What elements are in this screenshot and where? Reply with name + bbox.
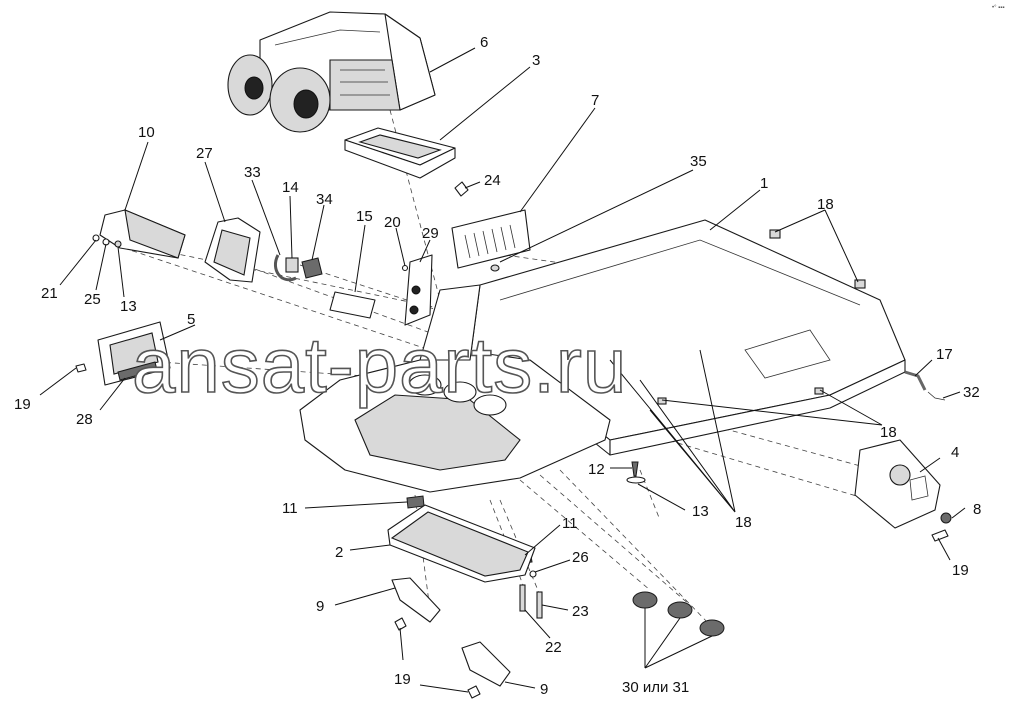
callout-35: 35	[690, 153, 707, 170]
part-33-hose	[273, 254, 297, 282]
part-19-screws	[75, 363, 949, 699]
callout-1: 1	[760, 175, 768, 192]
callout-18-mid: 18	[880, 424, 897, 441]
callout-2: 2	[335, 544, 343, 561]
callout-8: 8	[973, 501, 981, 518]
callout-25: 25	[84, 291, 101, 308]
callout-12: 12	[588, 461, 605, 478]
callout-15: 14	[282, 179, 299, 196]
callout-18-bottom: 18	[735, 514, 752, 531]
part-10-air-duct	[99, 209, 186, 259]
callout-33: 33	[244, 164, 261, 181]
part-35-cap	[490, 264, 500, 272]
callout-3: 3	[532, 52, 540, 69]
callout-10: 10	[138, 124, 155, 141]
callout-17: 17	[936, 346, 953, 363]
part-32-wire	[927, 391, 946, 401]
callout-19-right: 19	[952, 562, 969, 579]
callout-20: 20	[384, 214, 401, 231]
callout-9-left: 9	[316, 598, 324, 615]
callout-7: 7	[591, 92, 599, 109]
callout-13: 13	[692, 503, 709, 520]
callout-6: 6	[480, 34, 488, 51]
callout-11-right: 11	[562, 515, 578, 532]
callout-27: 27	[196, 145, 213, 162]
part-29-bracket	[404, 254, 433, 326]
part-26-washer	[529, 570, 537, 578]
callout-32: 32	[963, 384, 980, 401]
part-3-frame	[344, 127, 456, 179]
callout-18-top: 18	[817, 196, 834, 213]
callout-29: 29	[422, 225, 439, 242]
callout-14: 13	[120, 298, 137, 315]
watermark-text: ansat-parts.ru	[132, 321, 627, 409]
part-27-cover	[204, 217, 261, 283]
callout-21: 21	[41, 285, 58, 302]
callout-11-left: 11	[282, 500, 298, 517]
callout-4: 4	[951, 444, 959, 461]
callout-23: 23	[572, 603, 589, 620]
part-23-pins	[519, 584, 543, 619]
callout-19-bottom: 19	[394, 671, 411, 688]
part-24-screw	[454, 181, 469, 197]
part-28-switch-row	[117, 361, 158, 381]
callout-26: 26	[572, 549, 589, 566]
callout-24: 24	[484, 172, 501, 189]
part-13-base	[626, 476, 646, 484]
part-2-lid	[387, 504, 536, 583]
part-16-plate	[329, 291, 376, 319]
corner-mark: •° ▪▪▪	[992, 5, 1005, 11]
leader-lines	[39, 47, 966, 693]
part-20-screw	[401, 264, 409, 272]
part-18-clips	[657, 229, 866, 405]
callout-22: 22	[545, 639, 562, 656]
callout-labels: 6 3 7 35 1 24 10 27 33 14 34 15 20 29 21…	[14, 34, 981, 698]
part-15-connector	[285, 257, 299, 273]
callout-28: 28	[76, 411, 93, 428]
callout-9-bottom: 9	[540, 681, 548, 698]
part-7-grille	[451, 209, 531, 269]
callout-16: 15	[356, 208, 373, 225]
console-body	[299, 284, 611, 493]
callout-30-or-31: 30 или 31	[622, 679, 689, 696]
part-34-switch-block	[301, 257, 323, 279]
part-17-tube	[904, 370, 927, 391]
callout-5: 5	[187, 311, 195, 328]
part-9-covers	[391, 577, 511, 687]
part-6-heater-blower-unit	[227, 11, 436, 133]
part-12-fitting	[631, 461, 639, 477]
part-8-knob	[940, 512, 952, 524]
part-4-side-panel	[854, 439, 941, 529]
callout-34: 34	[316, 191, 333, 208]
parts-30-31-vents	[632, 591, 725, 637]
callout-19-left: 19	[14, 396, 31, 413]
